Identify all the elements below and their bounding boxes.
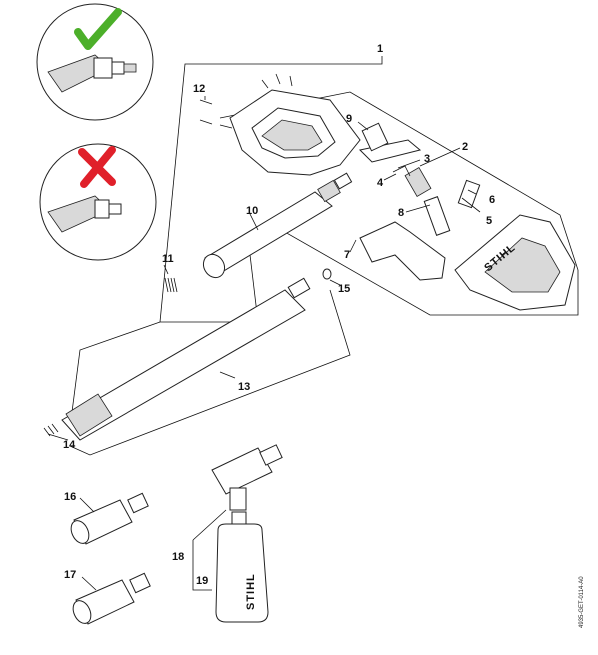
callout-11: 11 <box>162 253 174 265</box>
callout-2: 2 <box>462 141 468 153</box>
callout-1: 1 <box>377 43 383 55</box>
trigger-grip-part: STIHL <box>454 214 576 311</box>
callout-10: 10 <box>246 205 258 217</box>
trigger-part <box>359 221 446 281</box>
lance-spring-part <box>43 423 59 437</box>
rotary-nozzle-part <box>70 492 149 545</box>
correct-connection-inset <box>36 3 154 121</box>
callout-4: 4 <box>377 177 384 189</box>
o-ring-part <box>322 268 332 280</box>
nozzle-connector-part <box>457 179 481 209</box>
valve-insert-part <box>358 139 451 236</box>
callout-18: 18 <box>172 551 184 563</box>
callout-6: 6 <box>489 194 495 206</box>
spring-part <box>164 277 178 293</box>
handle-shell-part <box>229 89 361 176</box>
callout-16: 16 <box>64 491 76 503</box>
detergent-bottle-part: STIHL <box>215 511 269 623</box>
bottle-brand-text: STIHL <box>245 573 257 610</box>
callout-7: 7 <box>344 249 350 261</box>
bottle-bracket <box>192 509 227 591</box>
callout-8: 8 <box>398 207 404 219</box>
callout-14: 14 <box>63 439 76 451</box>
drawing-code: 4935-GET-0114-A0 <box>579 576 585 628</box>
incorrect-connection-inset <box>39 143 157 261</box>
fan-nozzle-part <box>72 572 151 625</box>
upper-lance-part <box>202 172 353 279</box>
callout-3: 3 <box>424 153 430 165</box>
long-lance-part <box>61 277 311 441</box>
screws-part <box>199 73 293 129</box>
callout-12: 12 <box>193 83 205 95</box>
callout-19: 19 <box>196 575 208 587</box>
clip-part <box>392 165 411 177</box>
callout-labels: 1 2 3 4 5 6 7 8 9 10 11 12 13 14 15 16 1… <box>63 43 495 587</box>
callout-15: 15 <box>338 283 350 295</box>
callout-17: 17 <box>64 569 76 581</box>
leader-lines <box>47 96 481 591</box>
callout-5: 5 <box>486 215 492 227</box>
cross-icon <box>78 146 116 188</box>
callout-9: 9 <box>346 113 352 125</box>
check-icon <box>74 8 122 50</box>
foam-nozzle-part <box>211 444 283 511</box>
swivel-connector-part <box>361 122 389 152</box>
callout-13: 13 <box>238 381 250 393</box>
